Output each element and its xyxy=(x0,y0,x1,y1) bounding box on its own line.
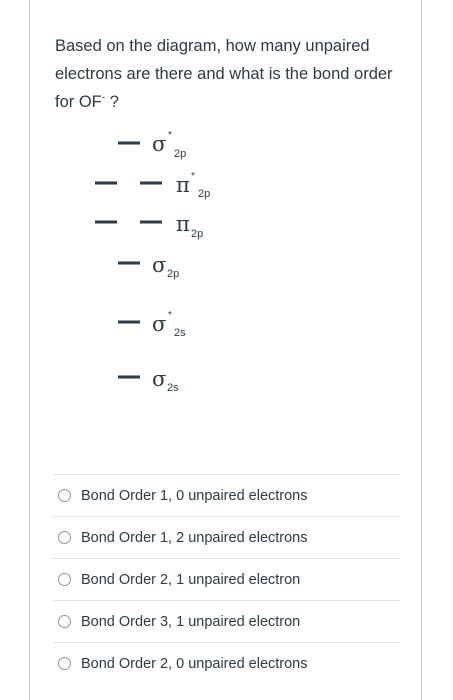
answer-label: Bond Order 2, 1 unpaired electron xyxy=(81,571,301,588)
right-border xyxy=(421,0,422,700)
orbital-subscript: 2p xyxy=(167,268,179,280)
question-text-end: ? xyxy=(105,93,119,111)
radio-button[interactable] xyxy=(58,489,71,502)
orbital-sigma-2p: σ 2p xyxy=(118,253,179,280)
answer-option-1[interactable]: Bond Order 1, 0 unpaired electrons xyxy=(53,475,400,516)
radio-button[interactable] xyxy=(58,531,71,544)
radio-button[interactable] xyxy=(58,573,71,586)
orbital-symbol: π xyxy=(176,212,190,236)
orbital-subscript: 2s xyxy=(167,382,179,394)
answer-option-4[interactable]: Bond Order 3, 1 unpaired electron xyxy=(53,601,400,642)
answer-option-5[interactable]: Bond Order 2, 0 unpaired electrons xyxy=(53,643,400,684)
mo-diagram-svg: σ * 2p π * 2p π 2p σ 2p σ * xyxy=(95,130,210,394)
orbital-sigma-star-2p: σ * 2p xyxy=(118,130,186,160)
answer-label: Bond Order 2, 0 unpaired electrons xyxy=(81,655,308,672)
orbital-subscript: 2p xyxy=(198,188,210,200)
answer-label: Bond Order 3, 1 unpaired electron xyxy=(81,613,301,630)
orbital-sigma-2s: σ 2s xyxy=(118,367,179,394)
orbital-subscript: 2p xyxy=(174,148,186,160)
orbital-subscript: 2p xyxy=(191,228,203,240)
divider xyxy=(53,474,400,475)
orbital-star: * xyxy=(168,130,172,141)
orbital-symbol: σ xyxy=(152,367,166,391)
answer-option-3[interactable]: Bond Order 2, 1 unpaired electron xyxy=(53,559,400,600)
orbital-symbol: σ xyxy=(152,132,166,156)
orbital-symbol: π xyxy=(176,173,190,197)
orbital-symbol: σ xyxy=(152,312,166,336)
question-charge: - xyxy=(101,92,106,104)
answer-list: Bond Order 1, 0 unpaired electrons Bond … xyxy=(53,474,400,684)
divider xyxy=(53,516,400,517)
mo-diagram: σ * 2p π * 2p π 2p σ 2p σ * xyxy=(95,130,210,394)
orbital-subscript: 2s xyxy=(174,327,186,339)
question-text-main: Based on the diagram, how many unpaired … xyxy=(55,37,393,111)
answer-label: Bond Order 1, 2 unpaired electrons xyxy=(81,529,308,546)
radio-button[interactable] xyxy=(58,615,71,628)
orbital-pi-star-2p: π * 2p xyxy=(95,171,210,200)
orbital-star: * xyxy=(191,171,195,182)
orbital-pi-2p: π 2p xyxy=(95,212,203,240)
orbital-star: * xyxy=(168,310,172,321)
divider xyxy=(53,558,400,559)
left-border xyxy=(29,0,30,700)
orbital-sigma-star-2s: σ * 2s xyxy=(118,310,186,339)
radio-button[interactable] xyxy=(58,657,71,670)
divider xyxy=(53,642,400,643)
question-text: Based on the diagram, how many unpaired … xyxy=(55,32,395,116)
orbital-symbol: σ xyxy=(152,253,166,277)
answer-option-2[interactable]: Bond Order 1, 2 unpaired electrons xyxy=(53,517,400,558)
answer-label: Bond Order 1, 0 unpaired electrons xyxy=(81,487,308,504)
divider xyxy=(53,600,400,601)
